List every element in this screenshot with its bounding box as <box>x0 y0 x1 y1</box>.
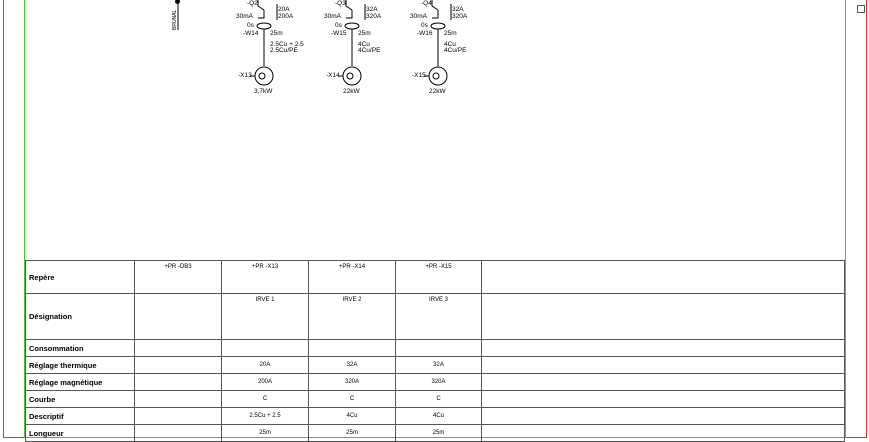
diff-sensitivity: 30mA <box>236 13 253 20</box>
table-cell <box>481 260 845 294</box>
table-cell <box>481 390 845 408</box>
table-cell: 20A <box>221 356 309 374</box>
table-cell: C <box>308 390 396 408</box>
cable-length: 25m <box>270 30 283 37</box>
diff-delay: 0s <box>247 22 254 29</box>
row-label: Courbe <box>25 390 135 408</box>
circuit-table: Repère +PR -DB3 +PR -X13 +PR -X14 +PR -X… <box>25 260 845 442</box>
table-cell: 200A <box>221 373 309 391</box>
socket-power: 22kW <box>429 88 446 95</box>
table-row: Descriptif 2.5Cu + 2.5 4Cu 4Cu <box>25 407 845 425</box>
table-cell <box>134 407 222 425</box>
cable-pe: 4Cu/PE <box>444 47 467 54</box>
table-cell <box>481 407 845 425</box>
socket-ref: -X13 <box>238 72 252 79</box>
breaker-rating: 32A <box>452 6 464 13</box>
table-cell <box>481 373 845 391</box>
table-cell: +PR -DB3 <box>134 260 222 294</box>
diff-sensitivity: 30mA <box>410 13 427 20</box>
table-row: Consommation <box>25 339 845 357</box>
table-row: Réglage magnétique 200A 320A 320A <box>25 373 845 391</box>
table-cell: C <box>221 390 309 408</box>
corner-marker <box>857 5 865 13</box>
cable-ref: -W14 <box>243 30 259 37</box>
table-cell: IRVE 1 <box>221 293 309 340</box>
cable-section: 4Cu <box>444 41 456 48</box>
breaker-ref: -Q2 <box>247 0 258 7</box>
breaker-magnetic: 320A <box>452 13 468 20</box>
table-cell: 320A <box>395 373 482 391</box>
circuit-3-symbols <box>424 0 452 86</box>
table-cell: 25m <box>395 424 482 442</box>
row-label: Réglage thermique <box>25 356 135 374</box>
socket-power: 22kW <box>343 88 360 95</box>
table-cell: 4Cu <box>395 407 482 425</box>
breaker-ref: -Q4 <box>421 0 432 7</box>
circuit-2-symbols <box>338 0 366 86</box>
table-cell: 32A <box>395 356 482 374</box>
table-row: Repère +PR -DB3 +PR -X13 +PR -X14 +PR -X… <box>25 260 845 294</box>
table-cell <box>481 293 845 340</box>
table-cell: 4Cu <box>308 407 396 425</box>
table-cell <box>134 373 222 391</box>
breaker-magnetic: 320A <box>366 13 382 20</box>
table-cell <box>395 339 482 357</box>
table-cell <box>481 424 845 442</box>
table-row: Désignation IRVE 1 IRVE 2 IRVE 3 <box>25 293 845 340</box>
table-cell <box>481 339 845 357</box>
table-cell <box>221 339 309 357</box>
diff-sensitivity: 30mA <box>324 13 341 20</box>
table-cell: +PR -X13 <box>221 260 309 294</box>
breaker-ref: -Q3 <box>335 0 346 7</box>
busbar-terminal <box>175 0 180 4</box>
table-cell <box>308 339 396 357</box>
table-cell: 25m <box>221 424 309 442</box>
row-label: Consommation <box>25 339 135 357</box>
table-cell: 25m <box>308 424 396 442</box>
row-label: Repère <box>25 260 135 294</box>
table-cell <box>134 339 222 357</box>
cable-ref: -W16 <box>417 30 433 37</box>
cable-section: 4Cu <box>358 41 370 48</box>
schematic-drawing <box>177 0 452 86</box>
row-label: Désignation <box>25 293 135 340</box>
socket-power: 3,7kW <box>254 88 273 95</box>
diff-delay: 0s <box>335 22 342 29</box>
cable-section: 2.5Cu + 2.5 <box>270 41 304 48</box>
table-cell <box>481 356 845 374</box>
circuit-1-symbols <box>177 0 278 86</box>
table-cell: 320A <box>308 373 396 391</box>
cable-pe: 2.5Cu/PE <box>270 47 298 54</box>
table-cell: +PR -X15 <box>395 260 482 294</box>
breaker-magnetic: 200A <box>278 13 294 20</box>
cable-pe: 4Cu/PE <box>358 47 381 54</box>
breaker-rating: 32A <box>366 6 378 13</box>
cable-length: 25m <box>444 30 457 37</box>
row-label: Longueur <box>25 424 135 442</box>
socket-ref: -X15 <box>412 72 426 79</box>
table-cell <box>134 356 222 374</box>
row-label: Réglage magnétique <box>25 373 135 391</box>
table-cell: C <box>395 390 482 408</box>
table-cell: IRVE 3 <box>395 293 482 340</box>
socket-ref: -X14 <box>326 72 340 79</box>
table-row: Réglage thermique 20A 32A 32A <box>25 356 845 374</box>
cable-ref: -W15 <box>331 30 347 37</box>
table-cell <box>134 390 222 408</box>
table-cell: 32A <box>308 356 396 374</box>
table-cell: +PR -X14 <box>308 260 396 294</box>
table-row: Courbe C C C <box>25 390 845 408</box>
table-cell: IRVE 2 <box>308 293 396 340</box>
table-row: Longueur 25m 25m 25m <box>25 424 845 442</box>
cable-length: 25m <box>358 30 371 37</box>
table-cell <box>134 293 222 340</box>
diff-delay: 0s <box>421 22 428 29</box>
row-label: Descriptif <box>25 407 135 425</box>
table-cell <box>134 424 222 442</box>
breaker-rating: 20A <box>278 6 290 13</box>
table-cell: 2.5Cu + 2.5 <box>221 407 309 425</box>
